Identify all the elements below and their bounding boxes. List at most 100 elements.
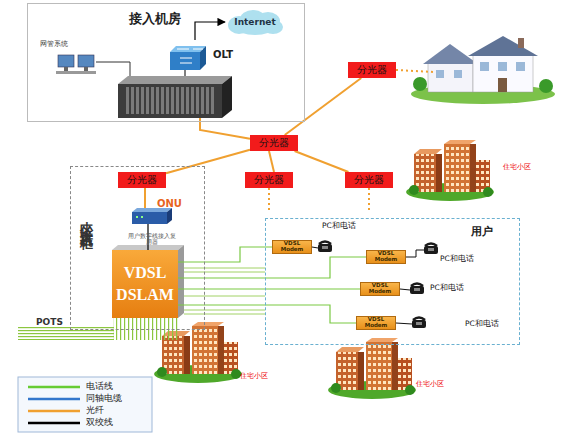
chimney	[518, 38, 524, 48]
modem-label: VDSL Modem	[364, 317, 388, 329]
terminal-label: PC和电话	[465, 320, 499, 329]
phone-line	[184, 310, 265, 311]
fiber-dotted	[396, 70, 434, 72]
pots-bundle	[18, 326, 114, 340]
terminal-label: PC和电话	[440, 255, 474, 264]
house-wall	[428, 62, 473, 92]
phone-line-link	[178, 247, 272, 262]
fiber-link	[144, 188, 146, 198]
machine-room-box: 接入机房InternetOLT	[27, 3, 305, 122]
rack-front	[118, 84, 222, 118]
management-wire	[96, 62, 130, 80]
led	[136, 216, 138, 218]
legend-label: 光纤	[86, 405, 104, 415]
splitter-label: 分光器	[254, 173, 284, 187]
legend-samples	[28, 387, 80, 423]
dslam-label: VDSL DSLAM	[112, 262, 178, 305]
telephone	[424, 244, 438, 255]
window	[454, 70, 462, 78]
uplink-arrow	[195, 22, 225, 40]
telephone	[318, 242, 332, 253]
modem-box: VDSL Modem	[272, 240, 312, 254]
tree	[539, 79, 553, 93]
twisted-pair	[312, 247, 424, 324]
fiber-link	[166, 150, 250, 174]
terminal-label: PC和电话	[430, 284, 464, 293]
area-label: 住宅小区	[240, 372, 268, 380]
pots-bundle	[113, 318, 179, 340]
olt-rack	[118, 76, 232, 118]
stand	[64, 67, 68, 71]
phone-lines	[184, 268, 265, 314]
splitter-box: 分光器	[345, 172, 393, 188]
legend-line-sample	[28, 398, 80, 401]
splitter-label: 分光器	[357, 63, 387, 77]
dslam-box: VDSL DSLAM	[112, 250, 178, 318]
door	[498, 78, 507, 92]
modem-label: VDSL Modem	[280, 241, 304, 253]
house-roof	[423, 44, 478, 64]
phone-line-link	[178, 288, 360, 289]
onu-front	[132, 212, 167, 224]
modem-box: VDSL Modem	[360, 282, 400, 296]
system-label: 网管系统	[40, 40, 68, 48]
wire	[396, 323, 412, 324]
modem-label: VDSL Modem	[374, 251, 398, 263]
fiber-link	[200, 122, 250, 139]
cabinet-box: 小区接入机柜 分光器ONU VDSL DSLAM	[70, 166, 205, 330]
telephone	[410, 284, 424, 295]
telephone	[412, 318, 426, 329]
splitter-label: 分光器	[127, 173, 157, 187]
rack-side	[222, 76, 232, 118]
fiber-link	[269, 151, 274, 172]
onu-wire	[147, 224, 148, 228]
phone-line	[184, 296, 265, 297]
phone-line	[184, 314, 265, 315]
onu-device: ONU	[120, 198, 182, 228]
device-label: ONU	[157, 198, 182, 209]
tree	[413, 77, 427, 91]
window	[436, 70, 444, 78]
modem-box: VDSL Modem	[356, 316, 396, 330]
fiber-link	[285, 78, 362, 135]
rack-top	[118, 76, 232, 84]
cloud-label: Internet	[234, 17, 275, 27]
splitter-box: 分光器	[118, 172, 166, 188]
onu-icon	[132, 208, 172, 224]
monitor	[78, 55, 94, 67]
modem-box: VDSL Modem	[366, 250, 406, 264]
window	[516, 62, 525, 71]
house-roof	[468, 36, 538, 56]
pots-label: POTS	[36, 317, 63, 327]
window	[498, 62, 507, 71]
switch-side	[200, 46, 206, 70]
fiber-dotted	[368, 188, 370, 210]
internet-cloud: Internet	[225, 8, 285, 36]
switch-front	[170, 52, 200, 70]
cabinet-title: 小区接入机柜	[77, 211, 95, 229]
splitter-box: 分光器	[348, 62, 396, 78]
splitter-box: 分光器	[245, 172, 293, 188]
fiber-dotted	[268, 188, 270, 210]
desk	[56, 71, 96, 74]
splitter-label: 分光器	[354, 173, 384, 187]
legend-line-sample	[28, 422, 80, 425]
monitor	[58, 55, 74, 67]
fiber-stub	[144, 198, 146, 208]
wire	[312, 247, 318, 248]
legend-label: 双绞线	[86, 417, 113, 427]
residential-buildings	[406, 140, 494, 201]
area-title: 用户	[471, 224, 493, 239]
splitter-box: 分光器	[250, 135, 298, 151]
splitter-label: 分光器	[259, 136, 289, 150]
olt-device: OLT	[165, 40, 235, 72]
window	[480, 62, 489, 71]
onu-side	[167, 208, 172, 224]
house-wall	[473, 54, 533, 92]
legend-line-sample	[28, 386, 80, 389]
olt-switch-icon	[170, 46, 206, 70]
phone-line	[184, 268, 265, 269]
fiber-link	[295, 151, 349, 172]
